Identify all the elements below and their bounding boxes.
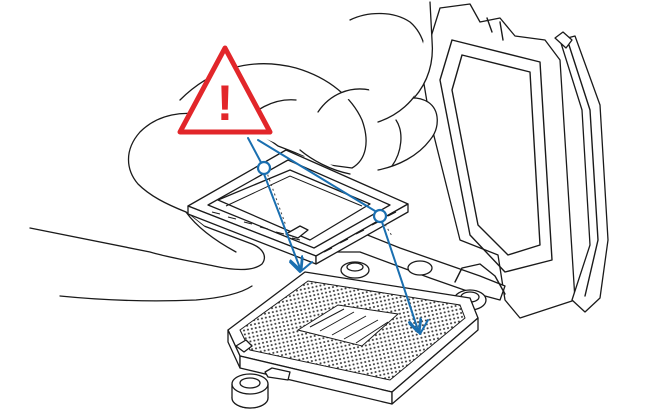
alignment-dotted-lines xyxy=(265,169,393,237)
warning-symbol: ! xyxy=(217,75,234,131)
cpu-socket xyxy=(227,271,479,405)
alignment-guide xyxy=(247,137,429,335)
hand-illustration xyxy=(29,1,438,302)
arrow-down-icon xyxy=(381,221,418,330)
socket-cap xyxy=(231,373,269,409)
warning-triangle-icon: ! xyxy=(177,45,273,135)
arrow-head xyxy=(289,261,313,273)
circle-marker-icon xyxy=(256,160,272,176)
circle-marker-icon xyxy=(372,208,388,224)
arrow-down-icon xyxy=(263,173,300,268)
retention-lever xyxy=(554,31,609,313)
arrow-head xyxy=(409,319,429,335)
load-plate xyxy=(419,3,576,319)
socket-hinge xyxy=(329,231,506,326)
